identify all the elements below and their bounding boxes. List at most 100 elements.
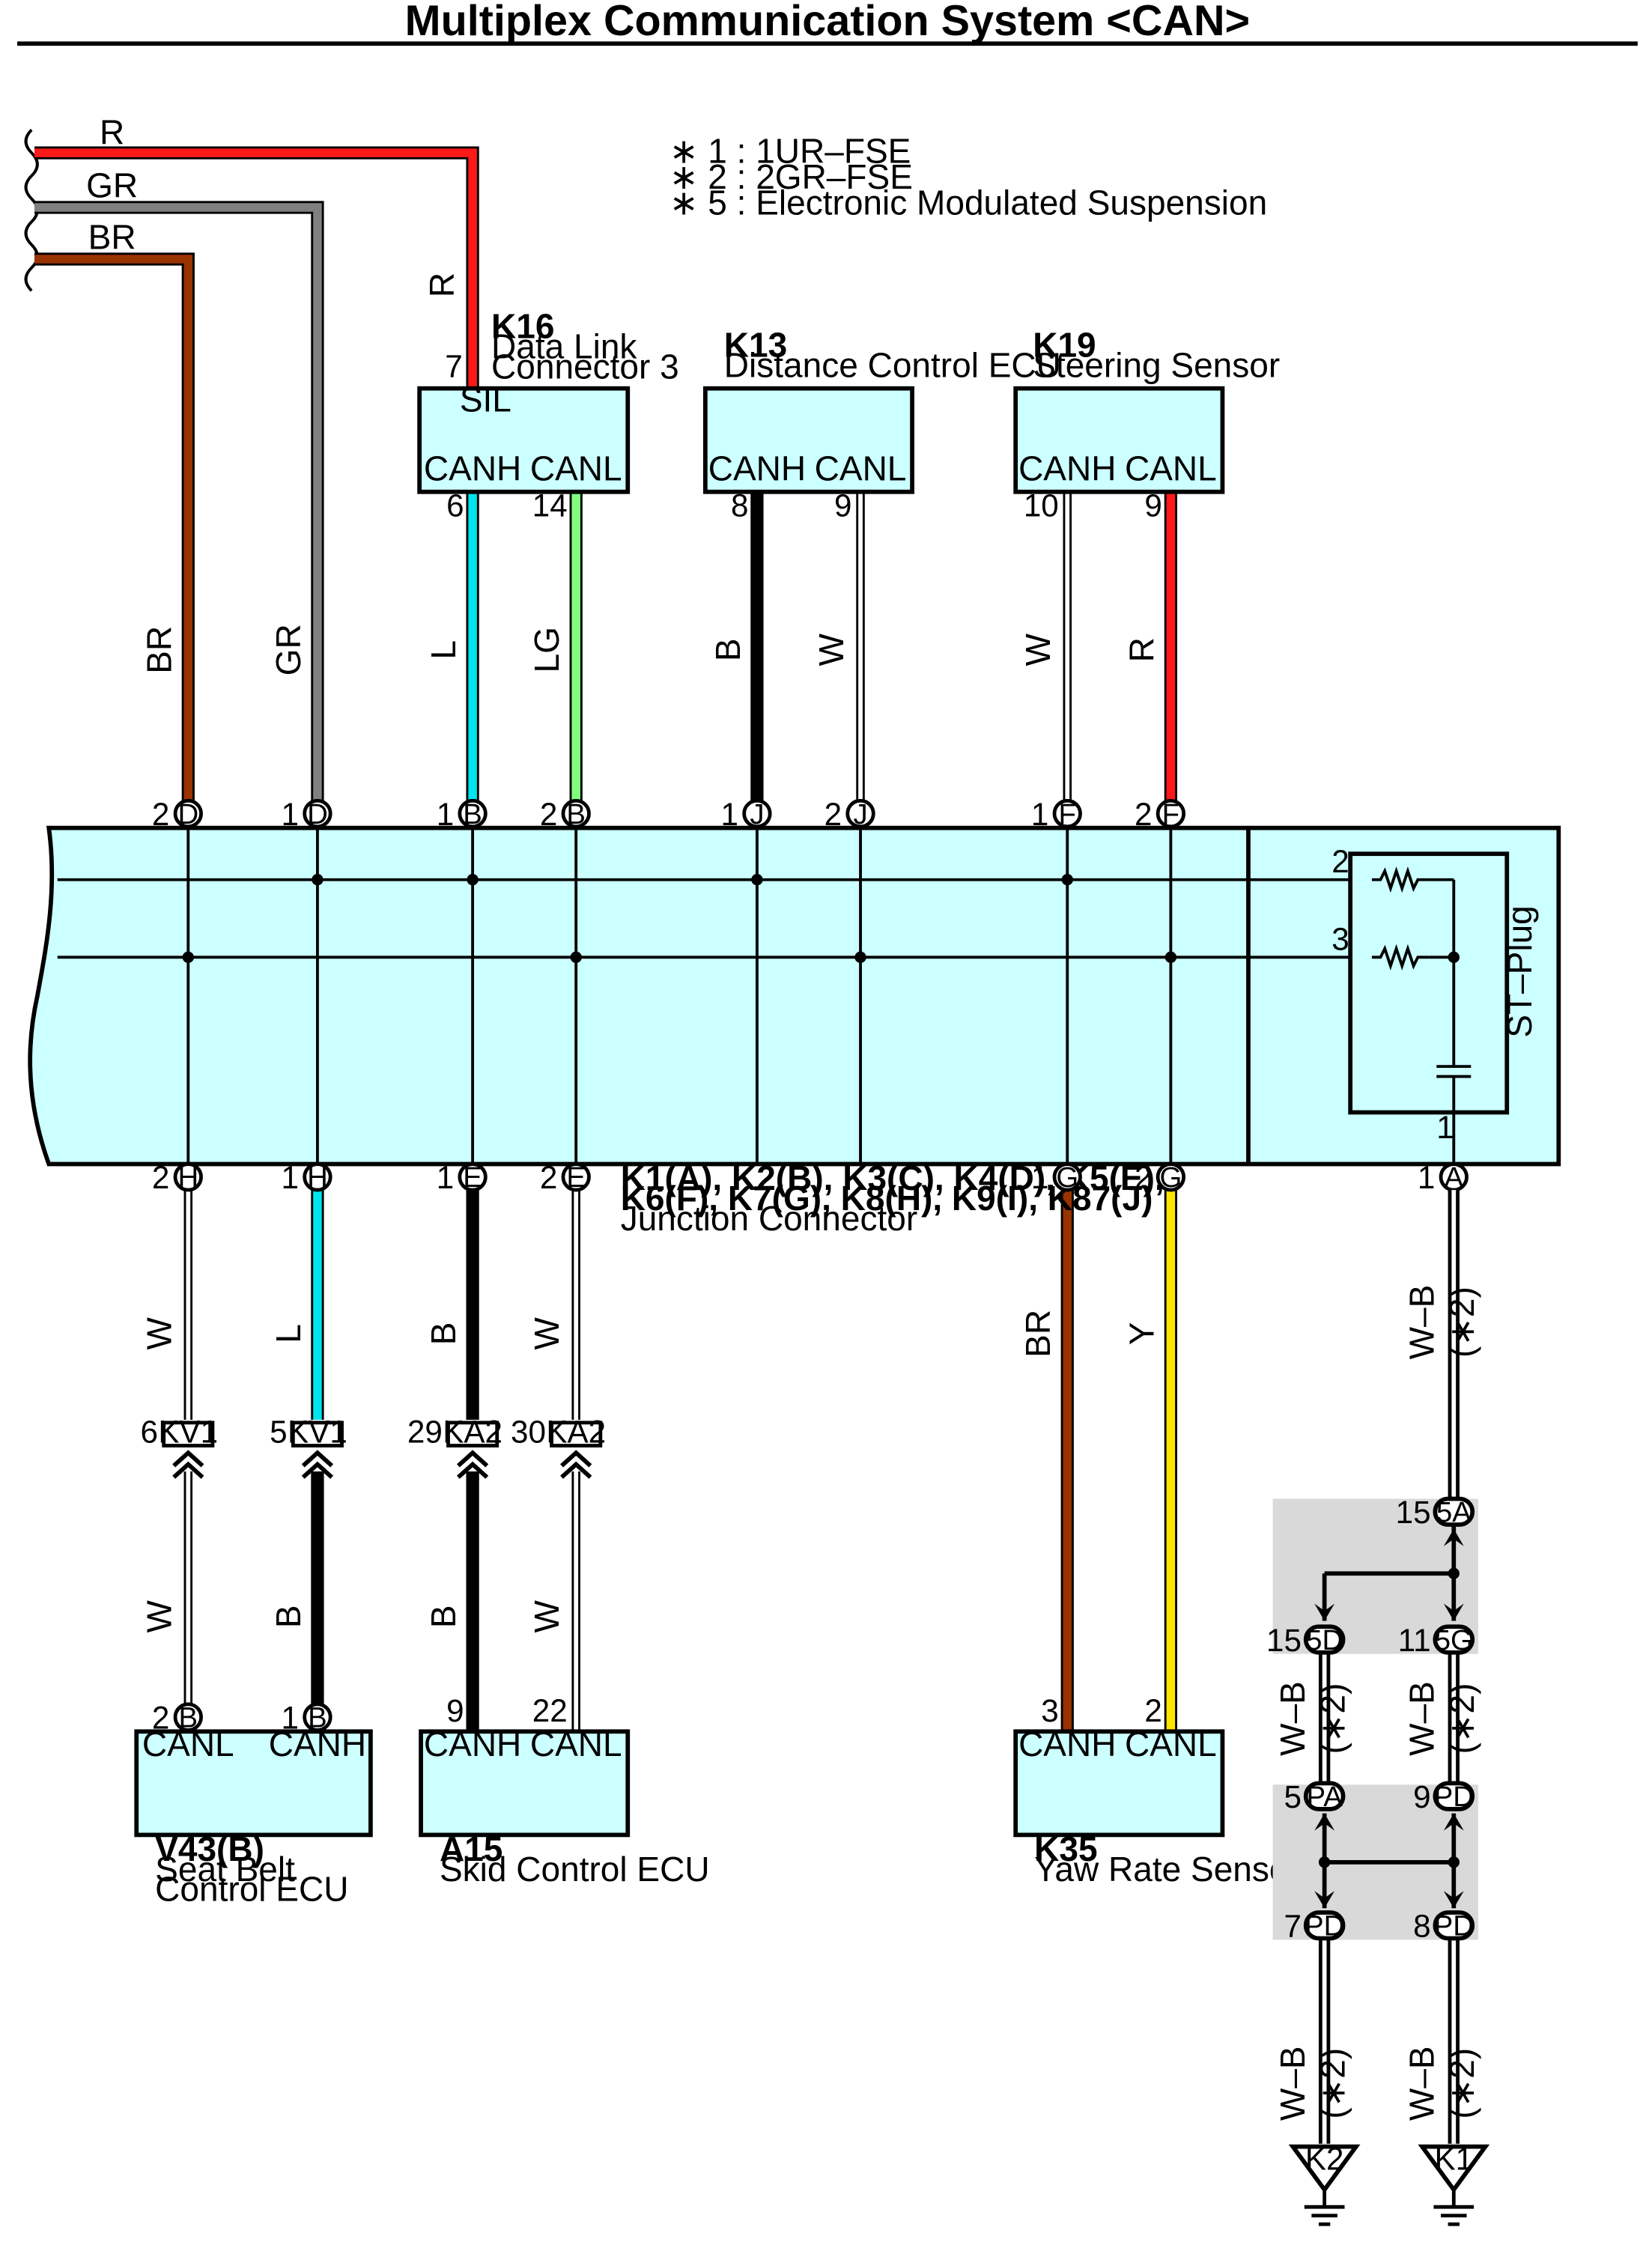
top-wire-label: W: [1018, 634, 1057, 666]
v43-canl: CANL: [142, 1725, 234, 1763]
wb-label: W–B: [1402, 1681, 1441, 1756]
a15-id: A15: [440, 1829, 502, 1868]
v43-name-2: Control ECU: [155, 1870, 348, 1909]
splice-pd-9-name: PD: [1434, 1781, 1474, 1813]
inline-connector-name: KV1: [288, 1415, 347, 1450]
st-plug-label: ST–Plug: [1500, 905, 1539, 1038]
junction-top-pin-letter: B: [566, 798, 586, 830]
k16-id: K16: [491, 307, 554, 346]
a15-skid-control-ecu: CANH CANL 9 22 A15 Skid Control ECU: [419, 1693, 710, 1889]
k19-canh: CANH: [1018, 449, 1116, 487]
inline-connector-box: [162, 1421, 215, 1447]
junction-top-pin-circle: [458, 798, 488, 829]
splice-pd-7-pin: 7: [1284, 1909, 1301, 1944]
inline-connector-pin: 30: [511, 1415, 546, 1450]
bottom-wire-label: Y: [1122, 1322, 1161, 1346]
k13-name: Distance Control ECU: [724, 345, 1061, 384]
k13-id: K13: [724, 325, 787, 364]
splice-5a-shape: [1433, 1496, 1475, 1527]
wire-br-incoming-outline: [34, 252, 195, 814]
k19-steering-sensor: K19 Steering Sensor CANH CANL 10 9: [1013, 325, 1280, 523]
bus-drops: [182, 827, 1177, 1164]
splice-5d-pin: 15: [1266, 1623, 1302, 1658]
k19-pin-canl: 9: [1144, 487, 1161, 523]
junction-bottom-pin-number: 2: [152, 1160, 169, 1195]
st-plug-box: [1348, 851, 1510, 1115]
k35-yaw-rate-sensor: CANH CANL 3 2 K35 Yaw Rate Sensor: [1013, 1693, 1300, 1889]
junction-bottom-pin-letter: E: [463, 1161, 482, 1194]
a15-pin-canl: 22: [532, 1693, 568, 1728]
arrow-up-icon: [1443, 1528, 1464, 1546]
v43-id: V43(B): [155, 1829, 264, 1868]
junction-dot: [1448, 1567, 1460, 1579]
k13-box: [702, 386, 914, 494]
arrow-down-icon: [1314, 1891, 1335, 1909]
k35-box: [1013, 1729, 1225, 1838]
junction-dot: [467, 874, 479, 886]
inline-connector-pin: 5: [270, 1415, 287, 1450]
k19-pin-canh: 10: [1024, 487, 1059, 523]
wire-br-incoming: [34, 255, 193, 814]
arrow-up-icon: [1314, 1813, 1335, 1831]
st-pin-1: 1: [1436, 1110, 1454, 1145]
arrow-down-icon: [1443, 1891, 1464, 1909]
a15-canl: CANL: [530, 1725, 622, 1763]
junction-bottom-pin-letter: E: [566, 1161, 586, 1194]
junction-top-pin-letter: D: [307, 798, 328, 830]
junction-dot: [1448, 1856, 1460, 1868]
junction-top-pin-letter: J: [853, 798, 867, 830]
incoming-label-r: R: [100, 113, 124, 152]
junction-connector-body: [28, 825, 1561, 1167]
wb-label: W–B: [1402, 2046, 1441, 2121]
junction-top-pin-number: 2: [540, 797, 557, 832]
k13-canl: CANL: [815, 449, 907, 487]
star2-label: (∗2): [1313, 2048, 1352, 2119]
top-wire-label: R: [1122, 637, 1161, 662]
junction-dot: [751, 874, 763, 886]
junction-top-pin-number: 1: [721, 797, 738, 832]
k16-pin-sil: 7: [445, 348, 462, 383]
inline-connector-name: KA2: [546, 1415, 606, 1450]
junction-top-pin-letter: J: [750, 798, 764, 830]
inline-connector-name: KV1: [158, 1415, 218, 1450]
ground-k1-triangle: [1418, 2144, 1490, 2194]
k16-name-2: Connector 3: [491, 347, 679, 386]
junction-bottom-pin-number: 1: [282, 1160, 299, 1195]
k16-sil: SIL: [460, 380, 511, 419]
splice-pd-8-pin: 8: [1413, 1909, 1430, 1944]
splice-pa-name: PA: [1306, 1781, 1343, 1813]
splice-5g-name: 5G: [1435, 1624, 1473, 1656]
junction-top-pin-letter: B: [463, 798, 482, 830]
k16-data-link-connector: K16 Data Link Connector 3 SIL CANH CANL …: [417, 307, 679, 523]
junction-top-pin-circle: [561, 798, 591, 829]
bottom-lower-wire-label: W: [139, 1600, 178, 1633]
ground-icon: [1304, 2190, 1345, 2226]
bottom-lower-wire-label: W: [527, 1600, 566, 1633]
k13-canh: CANH: [708, 449, 806, 487]
star2-label: (∗2): [1442, 2048, 1481, 2119]
top-wire-label: L: [424, 640, 463, 660]
v43-seat-belt-control-ecu: CANL CANH V43(B) Seat Belt Control ECU: [134, 1725, 373, 1909]
bottom-wire-label: W: [527, 1317, 566, 1350]
notes-block: ∗ 1 : 1UR–FSE ∗ 2 : 2GR–FSE ∗ 5 : Electr…: [669, 132, 1267, 222]
k13-distance-control-ecu: K13 Distance Control ECU CANH CANL 8 9: [702, 325, 1061, 523]
connector-chevron-icon: [172, 1450, 204, 1479]
junction-dot: [854, 951, 866, 963]
top-wire-label: B: [708, 638, 747, 661]
junction-bottom-pin-circle: [1156, 1162, 1186, 1192]
v43-box: [134, 1729, 373, 1838]
junction-bottom-pin-number: 1: [437, 1160, 454, 1195]
junction-bottom-pin-circle: [458, 1162, 488, 1192]
junction-top-pin-circle: [1156, 798, 1186, 829]
v43-pin-number: 2: [152, 1700, 169, 1735]
k35-id: K35: [1034, 1829, 1097, 1868]
v43-canh: CANH: [269, 1725, 366, 1763]
splice-pd-8-shape: [1433, 1910, 1475, 1941]
wire-gr-incoming: [34, 203, 322, 814]
splice-5d-name: 5D: [1306, 1624, 1343, 1656]
splice-5d-shape: [1303, 1624, 1346, 1655]
ground-k2-triangle: [1288, 2144, 1361, 2194]
